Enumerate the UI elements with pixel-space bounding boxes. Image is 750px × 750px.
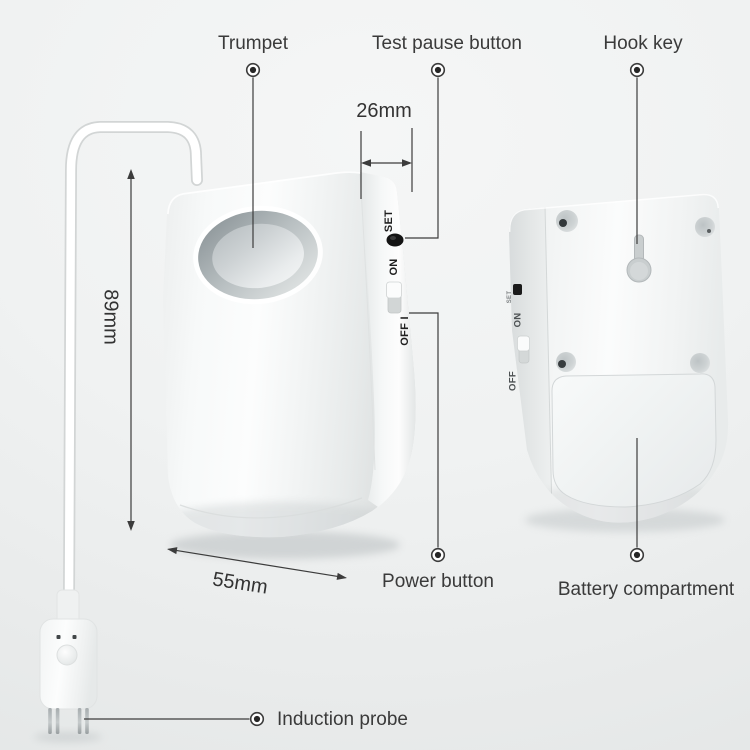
dimension-26mm: 26mm <box>356 100 412 122</box>
back-off-marking: OFF <box>507 371 519 391</box>
callout-marker-trumpet <box>245 62 261 78</box>
trumpet-speaker <box>193 205 323 305</box>
side-strip-seam <box>359 173 376 471</box>
label-induction-probe: Induction probe <box>277 709 408 730</box>
front-bottom-shading <box>163 502 410 538</box>
back-top-highlight <box>508 193 721 233</box>
back-on-marking: ON <box>512 312 524 328</box>
screw-holes <box>556 210 715 373</box>
callout-marker-induction <box>249 711 265 727</box>
callout-marker-test-pause <box>430 62 446 78</box>
front-off-marking: OFF I <box>399 316 411 346</box>
front-set-marking: SET <box>383 209 395 233</box>
callout-marker-power <box>430 547 446 563</box>
leader-line-power <box>409 312 439 548</box>
back-set-marking: SET <box>507 290 513 304</box>
front-on-marking: ON <box>388 258 400 276</box>
probe-prongs <box>48 708 89 734</box>
probe-indicator-dot-right <box>72 635 77 639</box>
probe-indicator-dot-left <box>56 635 61 639</box>
set-test-pause-button <box>386 233 404 247</box>
alarm-back-view <box>508 193 729 523</box>
probe-button <box>56 644 78 666</box>
probe-shadow <box>34 732 102 742</box>
callout-marker-hook-key <box>629 62 645 78</box>
sensor-cable <box>63 121 203 600</box>
callout-markers <box>245 62 645 727</box>
power-switch <box>386 281 402 314</box>
label-power-button: Power button <box>382 571 494 592</box>
battery-compartment-cover <box>551 373 717 508</box>
callout-marker-battery <box>629 547 645 563</box>
back-side-controls <box>513 284 530 364</box>
label-trumpet: Trumpet <box>217 33 289 54</box>
leader-line-test-pause <box>405 77 439 239</box>
front-device-shadow <box>170 531 400 559</box>
induction-probe-unit <box>39 589 98 734</box>
dimension-arrowheads <box>127 159 412 580</box>
label-hook-key: Hook key <box>603 33 683 54</box>
dimension-89mm: 89mm <box>99 289 122 345</box>
label-test-pause-button: Test pause button <box>372 33 522 54</box>
dim-55mm-arrow-line <box>168 548 346 579</box>
front-top-highlight <box>165 171 386 215</box>
front-side-strip <box>360 172 416 507</box>
alarm-front-view <box>163 171 416 538</box>
front-seam-line <box>179 497 363 519</box>
label-battery-compartment: Battery compartment <box>557 579 735 600</box>
back-side-seam <box>544 205 553 516</box>
